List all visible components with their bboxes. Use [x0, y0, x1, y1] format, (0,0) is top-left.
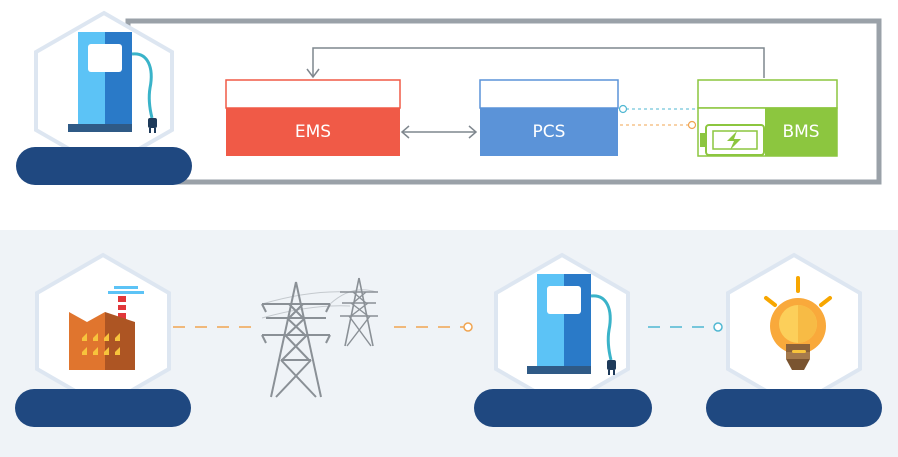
factory-node — [15, 252, 191, 427]
pcs-bms-connectors — [618, 104, 697, 130]
factory-icon — [69, 286, 144, 370]
ems-pcs-connector — [400, 125, 478, 139]
feedback-arrow — [312, 47, 765, 78]
power-tower-icon — [261, 277, 378, 398]
charger-node — [474, 252, 652, 427]
light-bulb-label-pill — [706, 389, 882, 427]
pcs-label: PCS — [533, 122, 566, 142]
pcs-box: PCS — [479, 79, 619, 156]
feedback-arrowhead — [306, 68, 320, 79]
light-bulb-node — [706, 252, 882, 427]
factory-label-pill — [15, 389, 191, 427]
charger-bulb-endpoint — [713, 322, 723, 332]
top-charger-label-pill — [16, 147, 192, 185]
ems-label: EMS — [295, 122, 331, 142]
bms-label: BMS — [782, 122, 819, 142]
top-charger-node — [16, 10, 192, 185]
ems-box: EMS — [225, 79, 401, 156]
bms-box: BMS — [697, 79, 838, 157]
light-bulb-icon — [764, 276, 832, 370]
tower-charger-endpoint — [463, 322, 473, 332]
battery-icon — [700, 124, 765, 156]
charger-label-pill — [474, 389, 652, 427]
